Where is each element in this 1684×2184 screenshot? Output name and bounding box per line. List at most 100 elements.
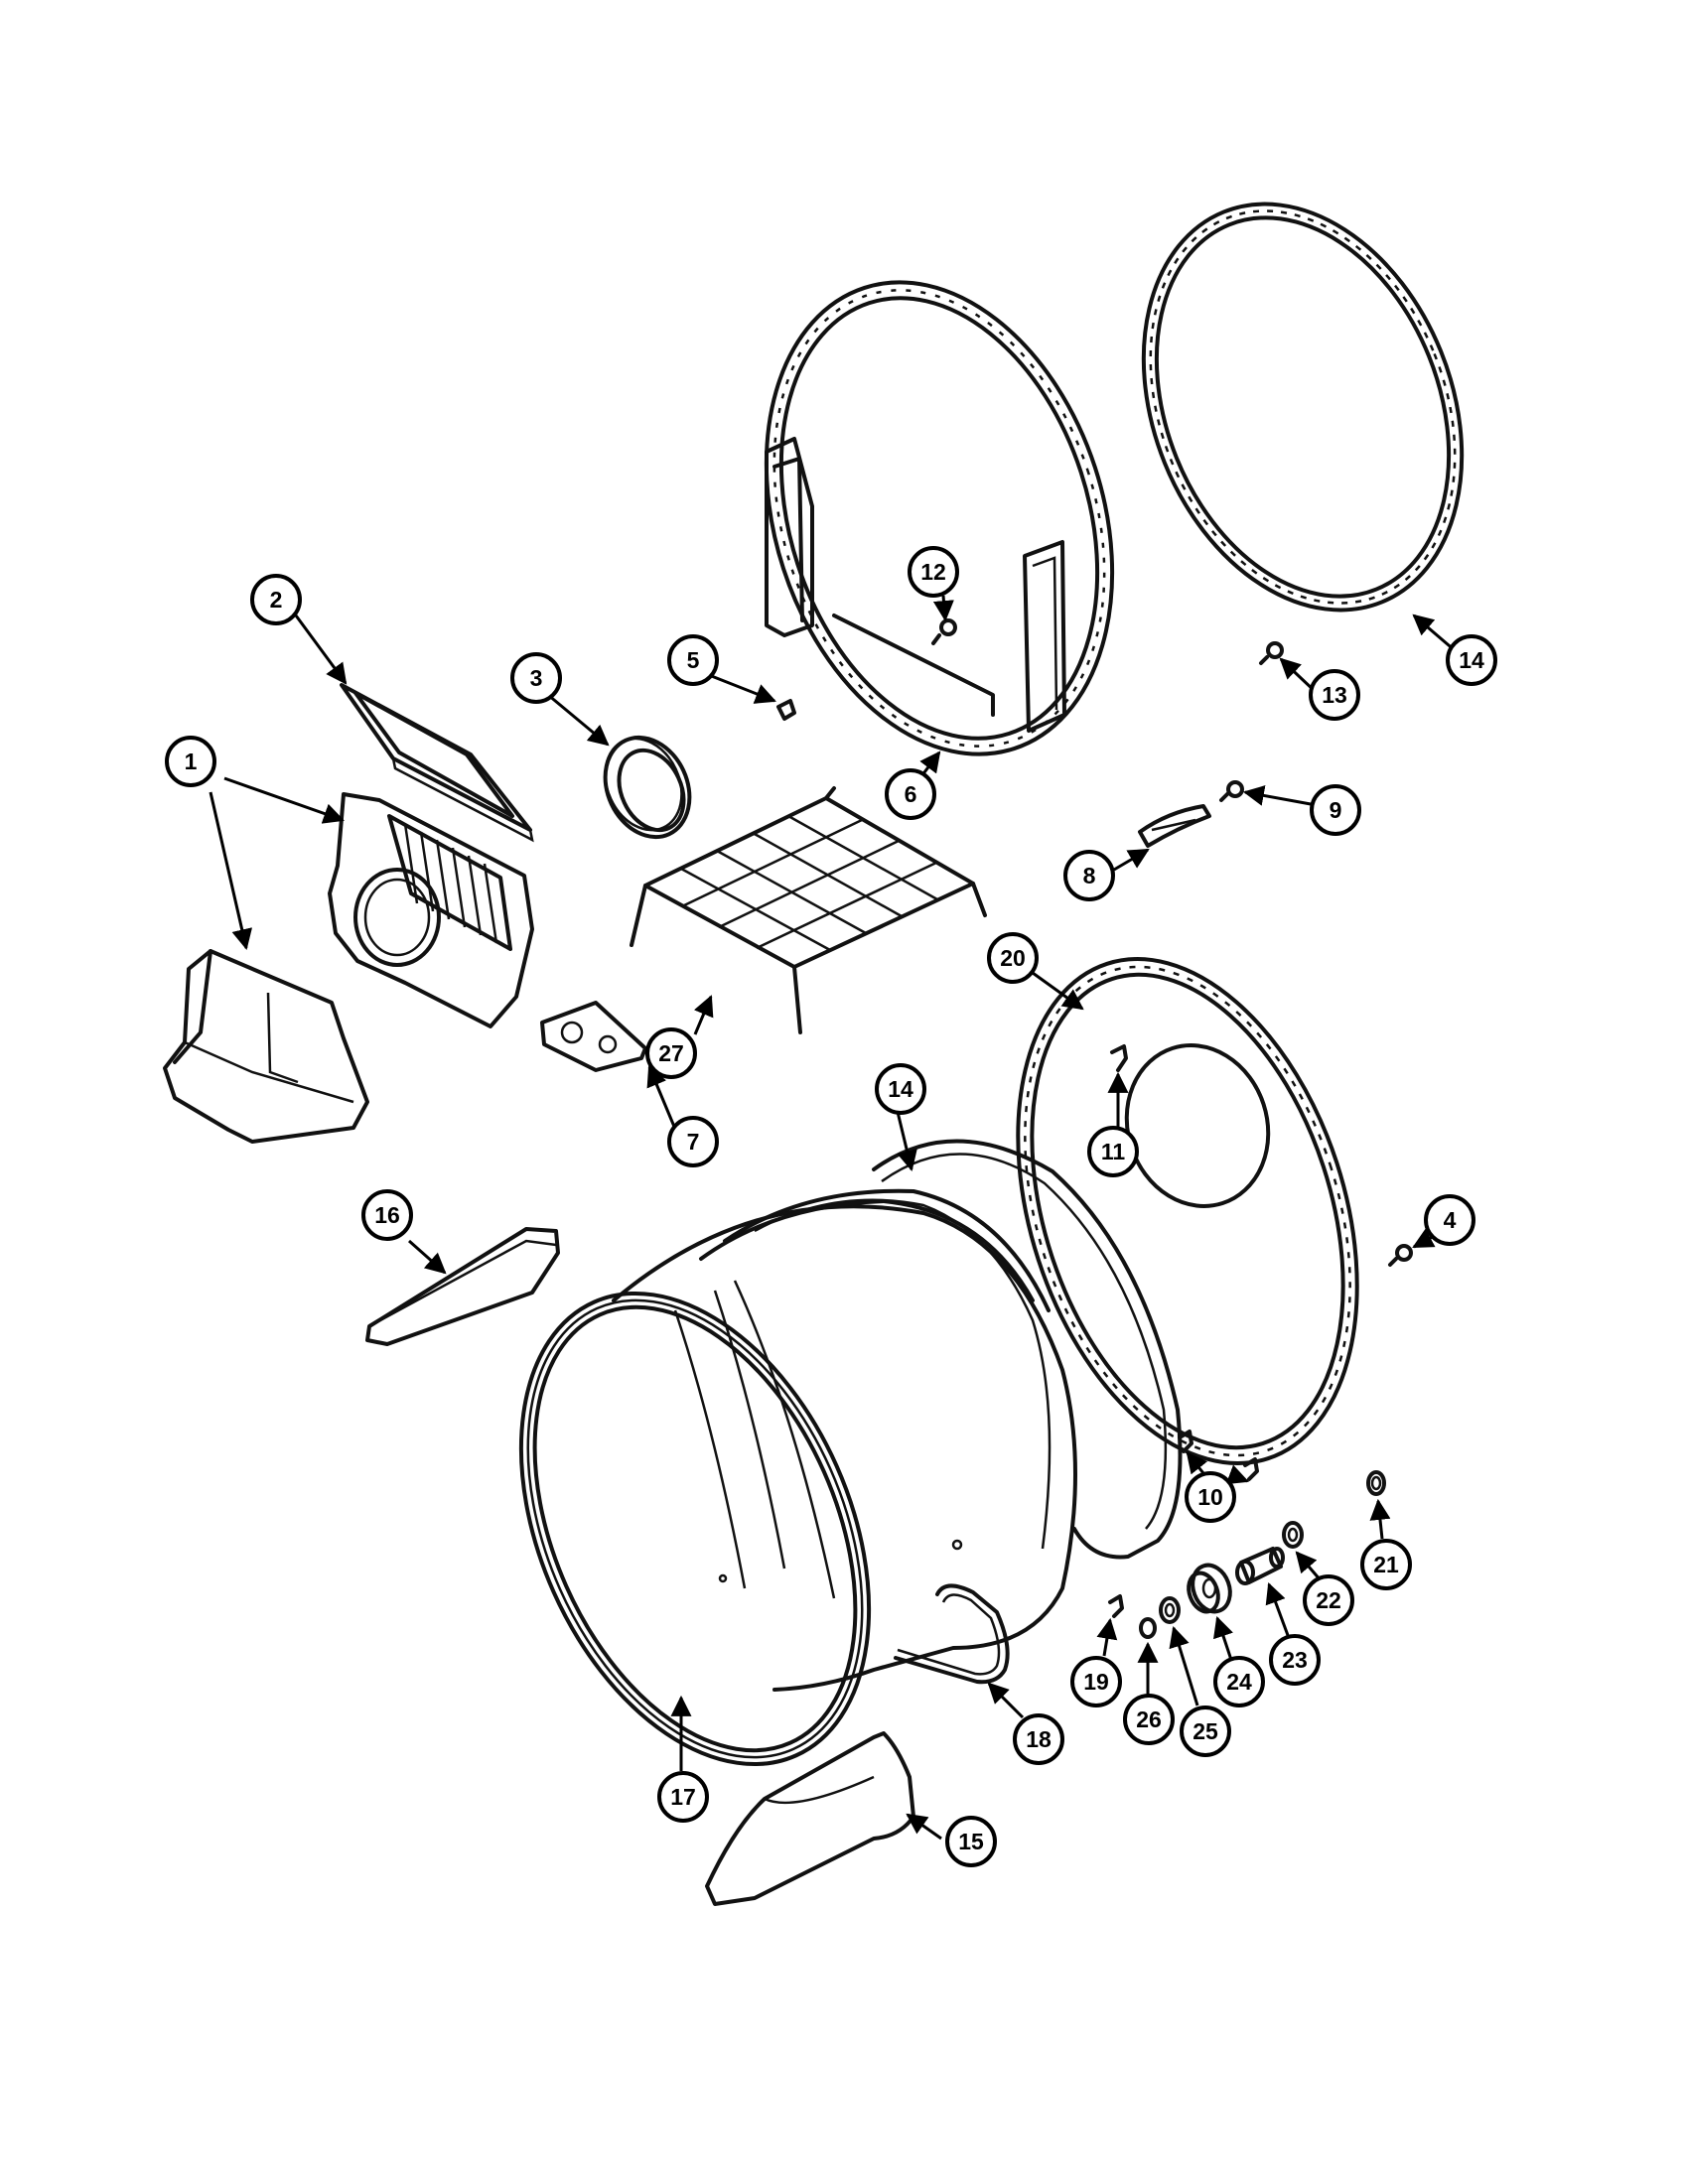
part-14-rear-seal-ring: [1141, 202, 1465, 613]
leader-12: [932, 595, 954, 622]
callout-17: 17: [657, 1771, 709, 1823]
svg-text:1: 1: [185, 749, 198, 774]
callout-6: 6: [885, 768, 936, 820]
callout-16: 16: [361, 1189, 413, 1241]
part-26-nut: [1139, 1617, 1157, 1639]
part-5-clip: [776, 699, 796, 721]
leader-10b: [1225, 1464, 1249, 1485]
callout-15: 15: [945, 1816, 997, 1867]
leader-1b: [209, 791, 253, 951]
leader-23: [1265, 1582, 1291, 1639]
part-1-lint-duct: [328, 792, 534, 1028]
callouts: 1 2 3 4 5 6 7 8 9 10 11 12 13 14 14 15 1…: [165, 546, 1497, 1867]
svg-text:5: 5: [687, 647, 700, 673]
leader-14a: [1412, 614, 1457, 653]
svg-text:19: 19: [1083, 1669, 1109, 1695]
callout-8: 8: [1063, 850, 1115, 901]
leader-9: [1242, 785, 1312, 806]
svg-text:22: 22: [1316, 1587, 1341, 1613]
part-9-screw: [1219, 780, 1244, 802]
svg-text:14: 14: [888, 1076, 913, 1102]
part-7-bracket-plate: [540, 1001, 647, 1072]
svg-text:25: 25: [1193, 1718, 1218, 1744]
part-2-lint-screen: [340, 683, 534, 843]
leader-15: [906, 1813, 942, 1841]
leader-3: [547, 693, 610, 747]
svg-text:15: 15: [958, 1829, 984, 1854]
leader-20: [1032, 971, 1084, 1011]
svg-text:2: 2: [270, 587, 283, 613]
svg-text:24: 24: [1226, 1669, 1252, 1695]
callout-22: 22: [1303, 1574, 1354, 1626]
part-3-round-seal: [603, 735, 692, 840]
svg-text:16: 16: [374, 1202, 400, 1228]
callout-12: 12: [908, 546, 959, 598]
svg-text:3: 3: [530, 665, 543, 691]
callout-14a: 14: [1446, 634, 1497, 686]
part-1-duct-lower: [163, 949, 369, 1144]
leader-16: [408, 1239, 447, 1275]
callout-18: 18: [1013, 1713, 1064, 1765]
svg-text:21: 21: [1373, 1552, 1399, 1577]
part-17-drum: [518, 1188, 1077, 1767]
callout-13: 13: [1309, 669, 1360, 721]
part-14-front-seal: [872, 1139, 1183, 1560]
leader-14b: [896, 1111, 917, 1172]
part-8-bracket: [1138, 804, 1211, 848]
part-21-washer: [1366, 1470, 1386, 1496]
part-15-cover-panel: [705, 1731, 915, 1906]
callout-10: 10: [1185, 1471, 1236, 1523]
callout-27: 27: [645, 1027, 697, 1079]
svg-text:26: 26: [1136, 1706, 1162, 1732]
part-19-screw: [1108, 1594, 1124, 1618]
callout-3: 3: [510, 652, 562, 704]
callout-23: 23: [1269, 1634, 1321, 1686]
svg-text:12: 12: [920, 559, 946, 585]
callout-9: 9: [1310, 784, 1361, 836]
svg-text:14: 14: [1459, 647, 1484, 673]
callout-19: 19: [1070, 1656, 1122, 1707]
callout-1: 1: [165, 736, 216, 787]
callout-7: 7: [667, 1116, 719, 1167]
svg-text:9: 9: [1330, 797, 1342, 823]
part-10-screws: [1178, 1430, 1259, 1481]
leader-1a: [223, 776, 345, 824]
svg-text:13: 13: [1322, 682, 1347, 708]
part-24-bearing: [1187, 1563, 1232, 1614]
svg-text:7: 7: [687, 1129, 700, 1155]
leader-2: [294, 614, 348, 685]
callout-24: 24: [1213, 1656, 1265, 1707]
callout-11: 11: [1087, 1126, 1139, 1177]
svg-text:17: 17: [670, 1784, 696, 1810]
callout-21: 21: [1360, 1539, 1412, 1590]
part-25-washer: [1159, 1596, 1181, 1624]
leader-5: [708, 673, 776, 704]
part-20-front-bulkhead: [1016, 957, 1359, 1465]
callout-14b: 14: [875, 1063, 926, 1115]
leader-19: [1096, 1617, 1118, 1657]
part-23-shaft: [1235, 1547, 1285, 1585]
svg-text:20: 20: [1000, 945, 1026, 971]
callout-5: 5: [667, 634, 719, 686]
leader-10a: [1186, 1451, 1208, 1475]
part-27-drying-rack: [630, 786, 987, 1034]
callout-25: 25: [1180, 1706, 1231, 1757]
svg-text:18: 18: [1026, 1726, 1052, 1752]
leader-lines: [209, 595, 1457, 1841]
leader-24: [1213, 1616, 1233, 1661]
part-12-screw: [931, 618, 957, 645]
callout-2: 2: [250, 574, 302, 625]
svg-text:23: 23: [1282, 1647, 1308, 1673]
svg-text:11: 11: [1101, 1139, 1126, 1164]
svg-text:10: 10: [1197, 1484, 1223, 1510]
part-4-screw: [1388, 1244, 1413, 1267]
part-22-washer: [1282, 1521, 1304, 1549]
part-11-screw: [1110, 1044, 1128, 1072]
leader-8: [1113, 848, 1150, 872]
svg-text:4: 4: [1444, 1207, 1457, 1233]
svg-text:6: 6: [905, 781, 917, 807]
leader-22: [1295, 1551, 1323, 1581]
callout-26: 26: [1123, 1694, 1175, 1745]
part-18-belt: [894, 1583, 1010, 1685]
